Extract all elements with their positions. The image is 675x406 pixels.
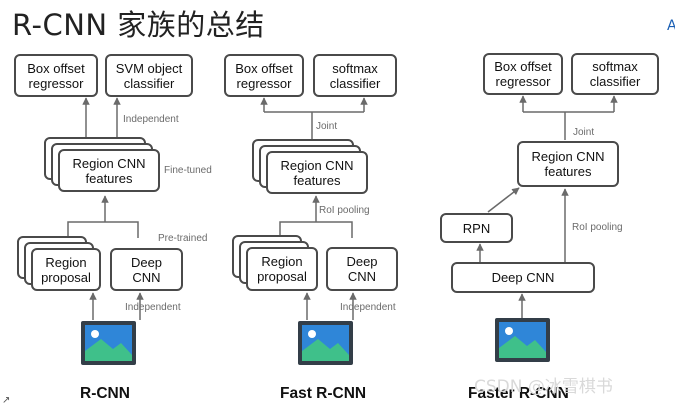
rcnn-region-proposal: Region proposal — [31, 248, 101, 291]
faster-label-joint: Joint — [573, 127, 595, 138]
faster-box-offset-regressor: Box offset regressor — [483, 53, 563, 95]
edge-link-glyph[interactable]: A — [667, 18, 675, 34]
faster-region-cnn-features: Region CNN features — [517, 141, 619, 187]
fast-softmax-classifier: softmax classifier — [313, 54, 397, 97]
watermark: CSDN @冰雪棋书 — [474, 377, 613, 397]
rcnn-svm-object-classifier: SVM object classifier — [105, 54, 193, 97]
faster-rpn: RPN — [440, 213, 513, 243]
rcnn-pretrained-bracket — [67, 221, 139, 238]
faster-input-image-icon — [495, 318, 550, 362]
rcnn-input-image-icon — [81, 321, 136, 365]
faster-column-title: Faster R-CNN — [468, 385, 569, 402]
fast-input-image-icon — [298, 321, 353, 365]
page-title: R-CNN 家族的总结 — [12, 8, 265, 42]
rcnn-region-cnn-features: Region CNN features — [58, 149, 160, 192]
rcnn-deep-cnn: Deep CNN — [110, 248, 183, 291]
rcnn-box-offset-regressor: Box offset regressor — [14, 54, 98, 97]
rcnn-label-pre-trained: Pre-trained — [158, 233, 208, 244]
fast-deep-cnn: Deep CNN — [326, 247, 398, 291]
fast-column-title: Fast R-CNN — [280, 385, 367, 402]
faster-label-roi-pooling: RoI pooling — [572, 222, 623, 233]
fast-box-offset-regressor: Box offset regressor — [224, 54, 304, 97]
fast-region-proposal: Region proposal — [246, 247, 318, 291]
faster-deep-cnn: Deep CNN — [451, 262, 595, 293]
fast-label-joint: Joint — [316, 121, 338, 132]
fast-label-roi-pooling: RoI pooling — [319, 205, 370, 216]
faster-softmax-classifier: softmax classifier — [571, 53, 659, 95]
fast-label-independent: Independent — [340, 302, 396, 313]
rcnn-label-independent-top: Independent — [123, 114, 179, 125]
rcnn-label-independent-bottom: Independent — [125, 302, 181, 313]
rcnn-column-title: R-CNN — [80, 385, 130, 402]
fast-region-cnn-features: Region CNN features — [266, 151, 368, 194]
corner-arrow-icon: ↗ — [2, 395, 11, 406]
faster-arrow-rpn-to-features — [487, 187, 520, 213]
rcnn-label-fine-tuned: Fine-tuned — [164, 165, 212, 176]
